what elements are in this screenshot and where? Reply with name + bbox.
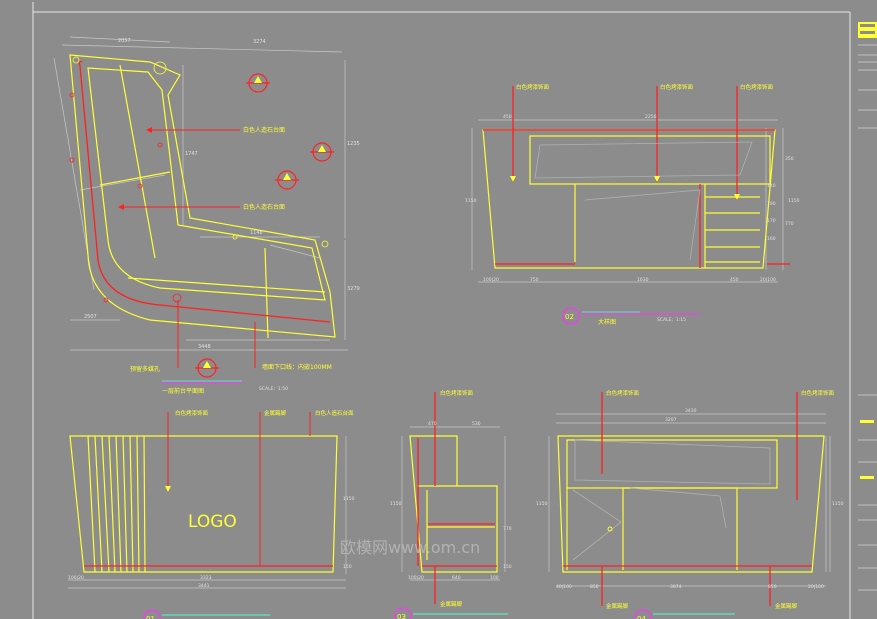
v03-dim-bot-2: 640 bbox=[452, 575, 461, 581]
v02-number: 02 bbox=[565, 313, 574, 321]
plan-markers bbox=[69, 56, 329, 303]
v02-dimension-lines bbox=[471, 119, 784, 283]
v02-dim-right-inner-2: 190 bbox=[767, 201, 776, 207]
sheet-frame bbox=[32, 2, 851, 619]
v02-dim-bot-2: 750 bbox=[530, 277, 539, 283]
v02-dim-left: 1150 bbox=[465, 198, 477, 204]
v03-dim-right-2: 150 bbox=[503, 564, 512, 570]
v02-dim-right-2: 770 bbox=[785, 221, 794, 227]
v04-dim-top-2: 3207 bbox=[665, 417, 677, 423]
v03-dim-top-2: 530 bbox=[472, 421, 481, 427]
detail-view-02[interactable]: 白色烤漆饰面 白色烤漆饰面 白色烤漆饰面 450 2256 100|20 750… bbox=[465, 83, 800, 326]
v01-dim-bot-2: 3323 bbox=[200, 575, 212, 581]
v03-dim-bot-1: 100|20 bbox=[408, 575, 424, 581]
plan-dimension-lines bbox=[53, 36, 348, 351]
plan-view[interactable]: 2057 3274 3448 1235 1148 1747 2507 3279 … bbox=[53, 36, 360, 395]
v01-callout-2: 金属踢脚 bbox=[264, 409, 287, 417]
v03-dim-left: 1150 bbox=[390, 501, 402, 507]
v04-dim-bot-4: 850 bbox=[768, 584, 777, 590]
v03-callout-bottom: 金属踢脚 bbox=[440, 600, 463, 608]
elevation-view-01[interactable]: 白色烤漆饰面 金属踢脚 白色人造石台面 LOGO 100|20 3323 344… bbox=[68, 409, 355, 619]
v01-number-circle bbox=[143, 609, 161, 619]
v02-dim-right-3: 1150 bbox=[788, 198, 800, 204]
plan-dim-top-b: 3274 bbox=[253, 39, 266, 45]
v01-logo-text: LOGO bbox=[188, 512, 237, 532]
plan-title: 一层前台平面图 bbox=[162, 387, 204, 395]
plan-callout-finish-mid: 白色人造石台面 bbox=[243, 203, 285, 211]
v03-outline bbox=[409, 435, 498, 573]
v03-number-circle bbox=[394, 607, 412, 619]
plan-scale: SCALE：1:50 bbox=[259, 386, 288, 392]
v04-outline bbox=[557, 435, 825, 573]
v02-callout-3: 白色烤漆饰面 bbox=[740, 83, 774, 91]
plan-dim-inner: 1747 bbox=[185, 151, 198, 157]
v02-dim-top-2: 2256 bbox=[645, 114, 657, 120]
plan-note-left: 预留多媒孔 bbox=[130, 365, 160, 373]
v04-dim-bot-3: 3074 bbox=[670, 584, 682, 590]
v02-dim-top-1: 450 bbox=[503, 114, 512, 120]
v03-dim-right-1: 770 bbox=[503, 526, 512, 532]
v04-dim-bot-5: 20|100 bbox=[808, 584, 824, 590]
v03-callout-top: 白色烤漆饰面 bbox=[440, 389, 474, 397]
v02-dim-bot-3: 1630 bbox=[637, 277, 649, 283]
v01-number: 01 bbox=[146, 615, 155, 619]
v02-dim-right-inner-1: 140 bbox=[767, 183, 776, 189]
title-block bbox=[858, 22, 877, 591]
v04-dim-top-1: 3430 bbox=[685, 408, 697, 414]
v02-dim-bot-4: 450 bbox=[730, 277, 739, 283]
v02-dim-right-1: 350 bbox=[785, 156, 794, 162]
v03-number: 03 bbox=[397, 613, 406, 619]
v01-callout-3: 白色人造石台面 bbox=[315, 409, 354, 417]
plan-dim-left: 2507 bbox=[84, 314, 97, 320]
v02-red-lines bbox=[483, 86, 790, 268]
v02-dim-right-inner-3: 170 bbox=[767, 218, 776, 224]
v04-callout-bottom-1: 金属踢脚 bbox=[606, 602, 629, 610]
v02-number-circle bbox=[562, 307, 580, 325]
plan-dim-right: 1235 bbox=[347, 141, 360, 147]
section-marker-icon bbox=[195, 73, 334, 378]
v02-dim-bot-5: 20|100 bbox=[760, 277, 776, 283]
v03-dim-top-1: 470 bbox=[428, 421, 437, 427]
plan-callout-finish-top: 白色人造石台面 bbox=[243, 126, 285, 134]
v04-number-circle bbox=[634, 609, 652, 619]
v01-callout-1: 白色烤漆饰面 bbox=[175, 409, 209, 417]
v01-dim-right-1: 1150 bbox=[343, 496, 355, 502]
v02-outline bbox=[482, 129, 776, 269]
plan-dim-mid: 1148 bbox=[250, 230, 263, 236]
v02-scale: SCALE：1:15 bbox=[657, 317, 686, 323]
v01-dim-bot-1: 100|20 bbox=[68, 575, 84, 581]
v04-callout-1: 白色烤漆饰面 bbox=[606, 389, 640, 397]
plan-red-line bbox=[78, 60, 331, 323]
section-view-03[interactable]: 白色烤漆饰面 金属踢脚 470 530 100|20 640 100 1150 … bbox=[390, 389, 512, 619]
v01-outline bbox=[69, 435, 338, 573]
plan-leaders bbox=[120, 129, 256, 368]
elevation-view-04[interactable]: 白色烤漆饰面 白色烤漆饰面 金属踢脚 金属踢脚 3430 3207 40|100… bbox=[536, 389, 844, 619]
v01-dim-bot-3: 3441 bbox=[198, 583, 210, 589]
v04-dim-bot-2: 850 bbox=[590, 584, 599, 590]
v02-dim-bot-1: 100|20 bbox=[483, 277, 499, 283]
v02-callout-2: 白色烤漆饰面 bbox=[660, 83, 694, 91]
plan-counter-outline bbox=[69, 54, 336, 339]
v01-dim-right-2: 150 bbox=[343, 564, 352, 570]
plan-dim-top-a: 2057 bbox=[118, 38, 131, 44]
v04-dim-left: 1150 bbox=[536, 501, 548, 507]
v03-dim-bot-3: 100 bbox=[490, 575, 499, 581]
v04-callout-bottom-2: 金属踢脚 bbox=[775, 602, 798, 610]
watermark: 欧模网www.om.cn bbox=[340, 538, 480, 557]
v02-dim-right-inner-4: 160 bbox=[767, 236, 776, 242]
v04-callout-2: 白色烤漆饰面 bbox=[801, 389, 835, 397]
v04-number: 04 bbox=[637, 615, 646, 619]
v02-title: 大样图 bbox=[598, 318, 616, 326]
v04-dim-right: 1150 bbox=[832, 501, 844, 507]
plan-dim-right2: 3279 bbox=[347, 286, 360, 292]
plan-note-right: 墙面下口线：内嵌100MM bbox=[262, 363, 332, 371]
v04-dim-bot-1: 40|100 bbox=[556, 584, 572, 590]
v02-callout-1: 白色烤漆饰面 bbox=[516, 83, 550, 91]
plan-dim-bottom: 3448 bbox=[198, 344, 211, 350]
